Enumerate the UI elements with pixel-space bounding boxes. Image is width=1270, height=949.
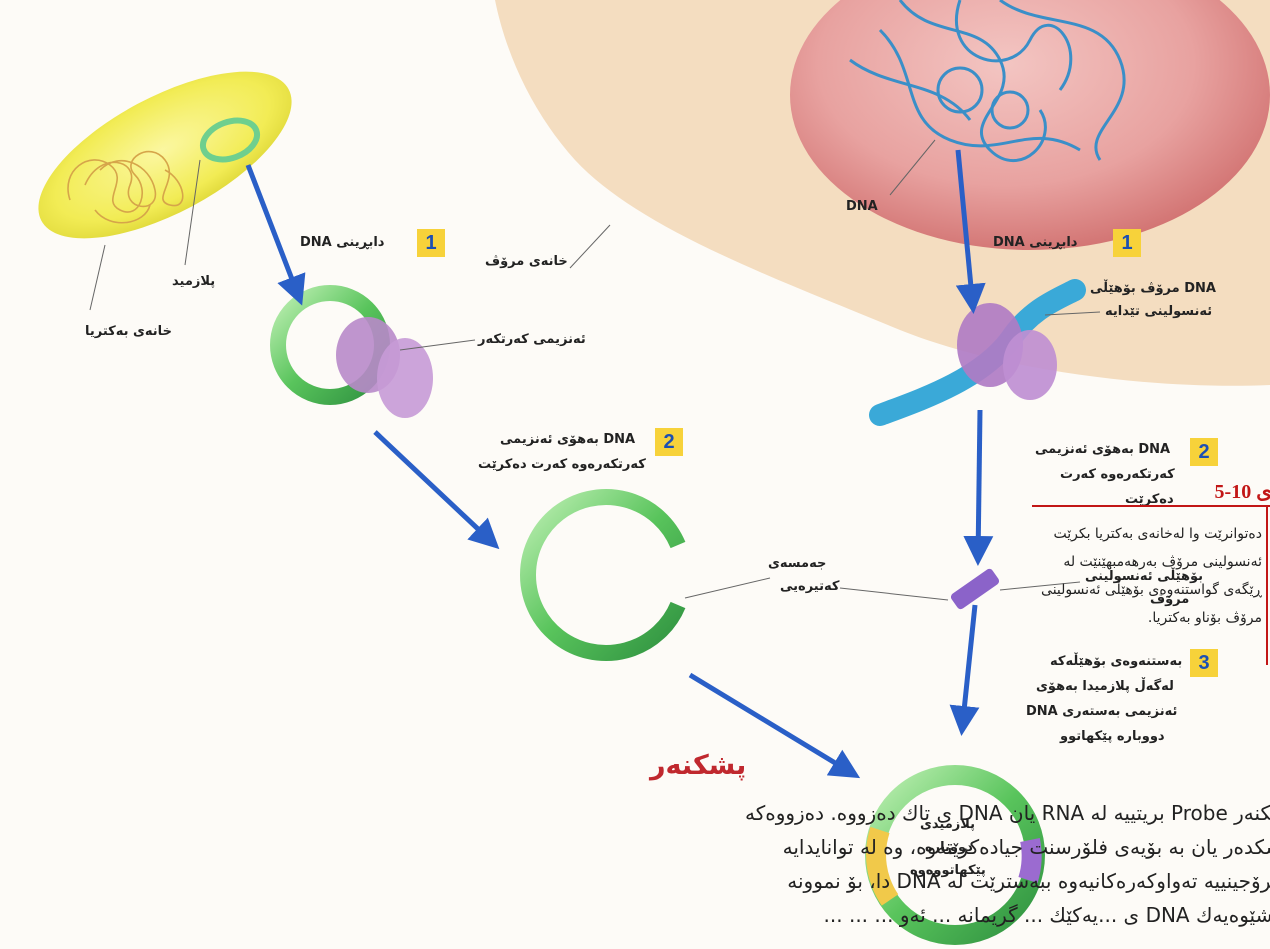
human-dna-label-line1: DNA مرۆڤ بۆهێڵی — [1090, 279, 1216, 299]
restriction-enzyme-label: ئەنزیمی کەرتکەر — [478, 330, 586, 350]
step3-line4: دووبارە پێکهاتوو — [1060, 727, 1165, 747]
restriction-enzyme-left — [336, 317, 433, 418]
figure-caption-line: ئەنسولینی مرۆڤ بەرهەمبهێنێت لە — [1040, 548, 1262, 576]
step2-left-line1: DNA بەهۆی ئەنزیمی — [500, 430, 635, 450]
step3-line2: لەگەڵ پلازمیدا بەهۆی — [1036, 677, 1174, 697]
step2-right-line1: DNA بەهۆی ئەنزیمی — [1035, 440, 1170, 460]
bacteria-cell-label: خانەی بەکتریا — [85, 322, 172, 342]
figure-caption: دەتوانرێت وا لەخانەی بەکتریا بکرێت ئەنسو… — [1040, 520, 1262, 632]
sticky-ends-line1: جەمسەی — [768, 554, 826, 574]
figure-number: شێوی 10-5 — [1075, 479, 1270, 504]
probe-body-line: پشکنەر Probe بریتییە لە RNA یان DNA ی تا… — [735, 796, 1270, 830]
figure-rule — [1032, 505, 1270, 507]
sticky-ends-line2: کەتیرەیی — [780, 577, 839, 597]
figure-caption-line: دەتوانرێت وا لەخانەی بەکتریا بکرێت — [1040, 520, 1262, 548]
figure-caption-line: ڕێگەی گواستنەوەی بۆهێڵی ئەنسولینی — [1040, 576, 1262, 604]
step-badge-2-right: 2 — [1190, 438, 1218, 466]
dna-label: DNA — [846, 197, 878, 217]
step2-left-line2: کەرتکەرەوە کەرت دەکرێت — [478, 455, 646, 475]
cutting-dna-left-label: دابڕینی DNA — [300, 233, 384, 253]
step-badge-2-left: 2 — [655, 428, 683, 456]
probe-title: پشکنەر — [650, 750, 746, 781]
cutting-dna-right-label: دابڕینی DNA — [993, 233, 1077, 253]
bacterium-shape — [14, 38, 316, 272]
probe-body-line: نایترۆجینییە تەواوکەرەکانیەوە ببەسترێت ل… — [735, 864, 1270, 898]
human-cell-label: خانەی مرۆڤ — [485, 252, 568, 272]
plasmid-open — [528, 497, 678, 653]
probe-body: پشکنەر Probe بریتییە لە RNA یان DNA ی تا… — [735, 796, 1270, 932]
probe-body-line: تیشکدەر یان بە بۆیەی فلۆرسنت جیادەکرێتەو… — [735, 830, 1270, 864]
step-badge-3: 3 — [1190, 649, 1218, 677]
step3-line1: بەستنەوەی بۆهێڵەکە — [1050, 652, 1182, 672]
human-dna-label-line2: ئەنسولینی تێدایە — [1105, 302, 1212, 322]
step3-line3: ئەنزیمی بەستەری DNA — [1026, 702, 1177, 722]
plasmid-label: پلازمید — [172, 272, 215, 292]
figure-side-bar — [1266, 505, 1268, 665]
insulin-gene-fragment — [949, 567, 1000, 610]
figure-caption-line: مرۆڤ بۆناو بەکتریا. — [1040, 604, 1262, 632]
step-badge-1-left: 1 — [417, 229, 445, 257]
probe-body-line: بە شێوەیەك DNA ی ...یەکێك ... گریمانە ..… — [735, 898, 1270, 932]
step-badge-1-right: 1 — [1113, 229, 1141, 257]
